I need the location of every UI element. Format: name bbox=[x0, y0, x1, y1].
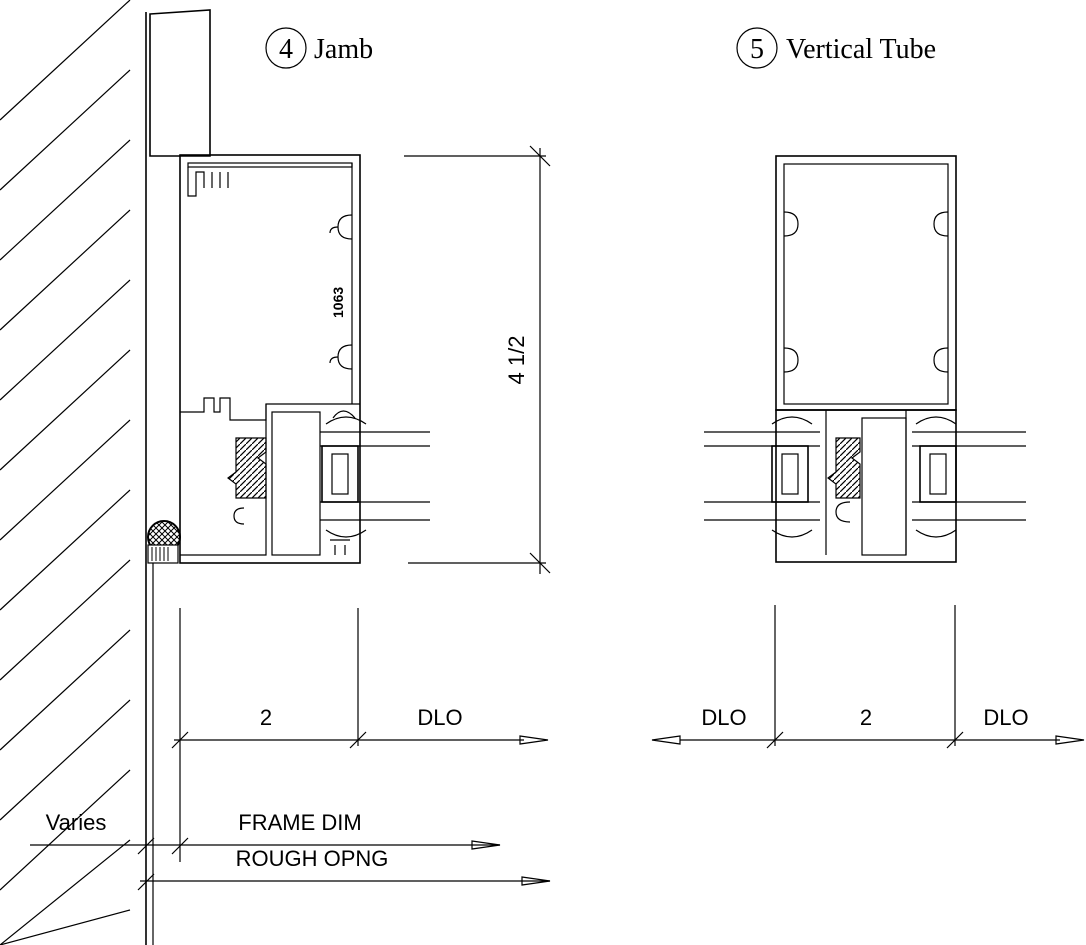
tube-width-dimension: DLO 2 DLO bbox=[651, 605, 1085, 749]
tube-glass-right bbox=[912, 416, 1026, 538]
jamb-part-number: 1063 bbox=[330, 287, 346, 318]
jamb-width-label: 2 bbox=[260, 705, 272, 730]
wall-hatch-line bbox=[0, 69, 131, 191]
varies-label: Varies bbox=[46, 810, 107, 835]
trim-cover bbox=[149, 9, 211, 157]
wall-hatch-line bbox=[0, 559, 131, 681]
wall-hatch-line bbox=[0, 629, 131, 751]
jamb-width-dimension: 2 DLO bbox=[171, 608, 549, 862]
wall-hatch-line bbox=[0, 419, 131, 541]
jamb-detail: 4 Jamb bbox=[30, 9, 551, 891]
tube-width-label: 2 bbox=[860, 705, 872, 730]
glazing-gasket-left bbox=[227, 437, 267, 499]
wall-hatch-line bbox=[0, 909, 131, 945]
tube-dlo-right-label: DLO bbox=[983, 705, 1028, 730]
detail-4-number: 4 bbox=[279, 34, 293, 65]
detail-5-label: Vertical Tube bbox=[786, 34, 936, 65]
jamb-glass-unit bbox=[320, 410, 430, 555]
glazing-gasket-center bbox=[827, 437, 861, 499]
tube-glass-left bbox=[704, 416, 820, 538]
jamb-dlo-label: DLO bbox=[417, 705, 462, 730]
rough-opening-label: ROUGH OPNG bbox=[236, 846, 389, 871]
wall-hatch-line bbox=[0, 839, 131, 945]
tube-dlo-left-label: DLO bbox=[701, 705, 746, 730]
vertical-tube-profile bbox=[775, 155, 957, 563]
backer-rod-sealant bbox=[147, 520, 181, 564]
wall-hatch-line bbox=[0, 769, 131, 891]
detail-4-label: Jamb bbox=[314, 34, 373, 65]
frame-dim-label: FRAME DIM bbox=[238, 810, 361, 835]
rough-opening-dimension: ROUGH OPNG bbox=[137, 846, 551, 891]
wall-hatch-line bbox=[0, 139, 131, 261]
jamb-height-label: 4 1/2 bbox=[504, 336, 529, 385]
wall-hatch-line bbox=[0, 349, 131, 471]
wall-hatch-line bbox=[0, 489, 131, 611]
jamb-frame-profile bbox=[179, 154, 361, 564]
jamb-height-dimension: 4 1/2 bbox=[404, 145, 551, 574]
detail-5-title: 5 Vertical Tube bbox=[736, 27, 936, 69]
frame-dimension: Varies FRAME DIM bbox=[30, 810, 501, 855]
detail-5-number: 5 bbox=[750, 34, 764, 65]
detail-4-title: 4 Jamb bbox=[265, 27, 373, 69]
wall-hatch-line bbox=[0, 0, 131, 121]
masonry-wall bbox=[0, 0, 154, 945]
vertical-tube-detail: 5 Vertical Tube bbox=[651, 27, 1085, 749]
wall-hatch-line bbox=[0, 699, 131, 821]
wall-hatch-line bbox=[0, 209, 131, 331]
wall-hatch-line bbox=[0, 279, 131, 401]
